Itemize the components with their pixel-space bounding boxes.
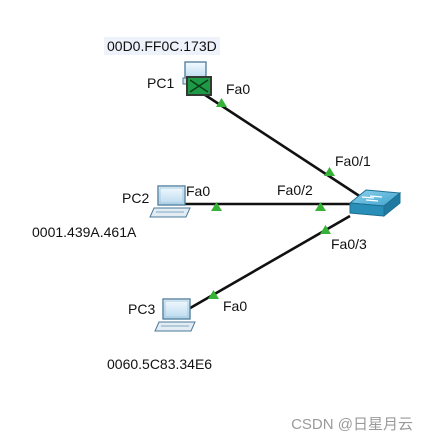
switch-port-fa0-3-label: Fa0/3 bbox=[331, 236, 367, 252]
switch-icon[interactable] bbox=[348, 189, 402, 218]
pc1-port-label: Fa0 bbox=[226, 81, 251, 97]
pc2-label: PC2 bbox=[122, 190, 150, 206]
link-status-sw-fa0-2 bbox=[315, 202, 326, 211]
pc3-label: PC3 bbox=[128, 301, 156, 317]
link-pc1-switch[interactable] bbox=[198, 89, 365, 201]
link-status-pc1-fa0 bbox=[216, 98, 227, 107]
link-status-pc3-fa0 bbox=[208, 290, 219, 299]
pc1-label: PC1 bbox=[147, 75, 175, 91]
pc3-port-label: Fa0 bbox=[223, 298, 248, 314]
pc2-mac-address: 0001.439A.461A bbox=[32, 224, 137, 240]
link-status-sw-fa0-1 bbox=[324, 167, 335, 176]
switch-port-fa0-1-label: Fa0/1 bbox=[335, 153, 371, 169]
pc2-icon[interactable] bbox=[149, 185, 191, 218]
pc2-port-label: Fa0 bbox=[186, 183, 211, 199]
pc1-mac-address: 00D0.FF0C.173D bbox=[104, 37, 220, 55]
pc3-icon[interactable] bbox=[154, 298, 196, 332]
watermark: CSDN @日星月云 bbox=[291, 416, 413, 433]
link-status-pc2-fa0 bbox=[211, 202, 222, 211]
pc3-mac-address: 0060.5C83.34E6 bbox=[107, 356, 213, 372]
switch-port-fa0-2-label: Fa0/2 bbox=[277, 182, 313, 198]
link-status-sw-fa0-3 bbox=[320, 225, 331, 234]
pc1-icon[interactable] bbox=[182, 61, 212, 96]
